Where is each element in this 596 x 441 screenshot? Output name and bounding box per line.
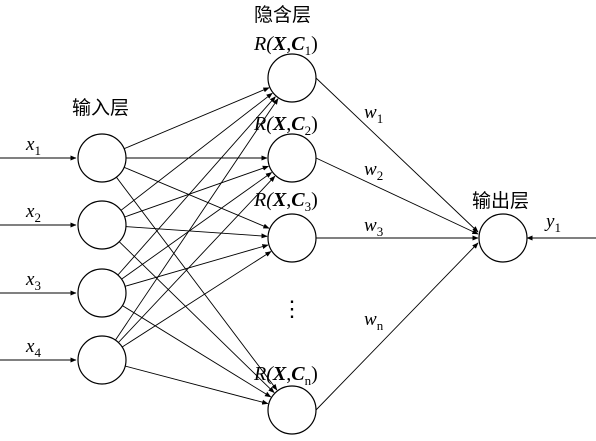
hidden-labels: R(X,C1) R(X,C2) R(X,C3) R(X,Cn) [253,33,318,388]
output-label: y1 [544,211,561,235]
edge-in1-h4 [116,176,278,391]
input-label-4: x4 [25,336,41,360]
hidden-node-2 [267,133,317,183]
input-nodes [77,133,127,385]
hidden-label-1: R(X,C1) [253,33,318,58]
hidden-output-connections [315,77,479,411]
input-node-4 [77,335,127,385]
hidden-nodes [267,53,317,435]
edge-in2-h3 [125,226,268,239]
weight-label-n: wn [364,309,384,333]
input-hidden-connections [115,87,279,405]
edge-in4-h4 [125,365,269,405]
input-node-3 [77,268,127,318]
input-label-3: x3 [25,269,41,293]
hidden-node-1 [267,53,317,103]
weight-label-1: w1 [364,102,383,126]
input-label-1: x1 [25,134,41,158]
edge-hn-out [315,242,479,411]
edge-in3-h3 [124,244,269,287]
output-layer-label: 输出层 [472,190,529,212]
input-label-2: x2 [25,201,41,225]
weight-labels: w1 w2 w3 wn [364,102,384,333]
edge-in4-h1 [115,98,279,341]
weight-label-2: w2 [364,159,383,183]
hidden-node-n [267,385,317,435]
edge-in1-h3 [123,166,270,229]
edge-in1-h1 [123,87,270,150]
hidden-label-2: R(X,C2) [253,113,318,138]
edge-in3-h2 [121,172,273,280]
hidden-ellipsis: ⋮ [281,296,303,321]
edge-in2-h4 [118,241,275,394]
input-node-2 [77,200,127,250]
input-node-1 [77,133,127,183]
edge-in4-h2 [118,175,276,343]
hidden-label-n: R(X,Cn) [253,363,318,388]
edge-in2-h2 [124,165,269,218]
edge-h2-out [315,157,479,235]
weight-label-3: w3 [364,215,383,239]
edge-h1-out [315,77,479,233]
output-node [478,213,528,263]
edge-in2-h1 [120,92,273,211]
edge-in3-h1 [117,96,276,276]
hidden-layer-label: 隐含层 [254,4,311,26]
input-labels: x1 x2 x3 x4 [25,134,41,360]
input-layer-label: 输入层 [72,97,129,119]
input-arrows [0,155,77,363]
edge-in3-h4 [122,305,272,398]
hidden-node-3 [267,213,317,263]
hidden-label-3: R(X,C3) [253,189,318,214]
edge-in4-h3 [121,251,272,348]
